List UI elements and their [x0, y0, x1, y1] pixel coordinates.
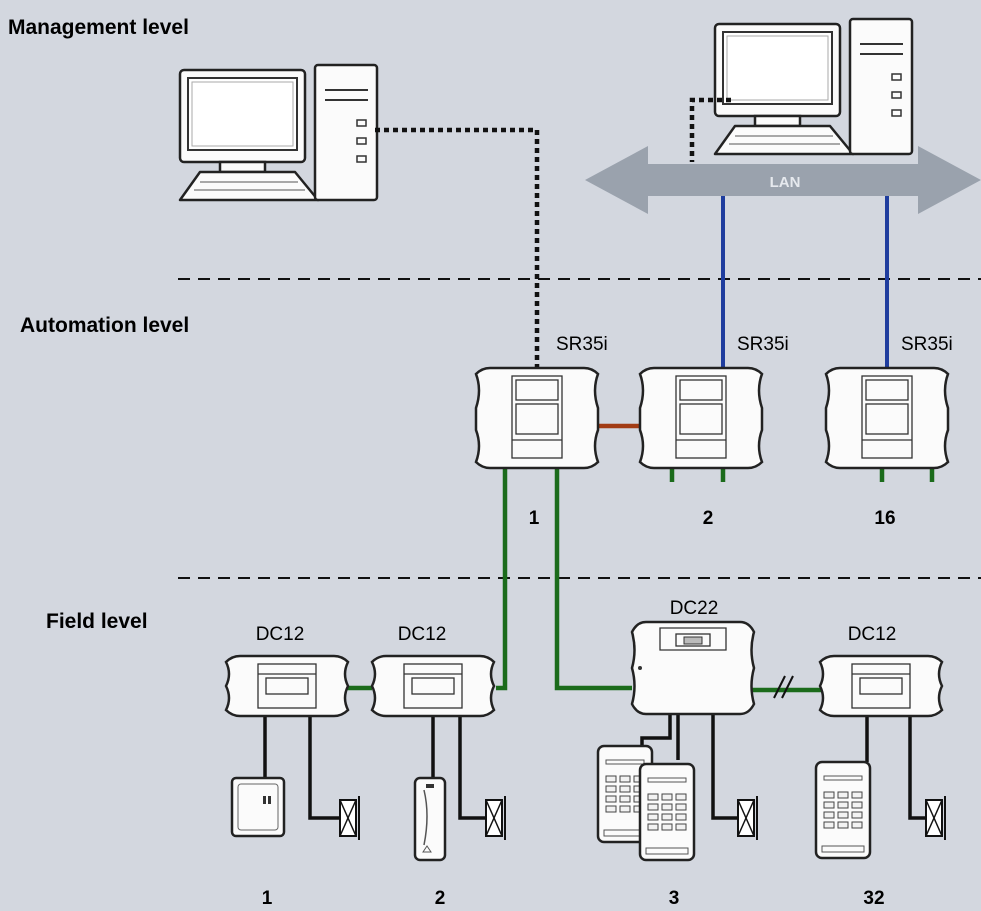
dc12-controller-32	[818, 654, 944, 718]
lan-label: LAN	[770, 174, 801, 191]
dc12-controller-1	[224, 654, 350, 718]
door-lock-3	[737, 795, 758, 841]
management-pc-right	[713, 17, 914, 156]
sr35i-controller-2	[638, 366, 764, 470]
door-lock-2	[485, 795, 506, 841]
dc22-lock-wire	[711, 714, 738, 820]
sr35i-controller-1	[474, 366, 600, 470]
break-mark-2	[781, 675, 794, 699]
dc12-controller-2	[370, 654, 496, 718]
field-level-label: Field level	[46, 610, 148, 633]
sr35i-16-number: 16	[874, 508, 895, 529]
sr35i-controller-16	[824, 366, 950, 470]
dc22-controller	[630, 620, 756, 716]
field-device-number-2: 2	[435, 888, 446, 909]
sr35i-2-label: SR35i	[737, 334, 789, 355]
sr35i-1-label: SR35i	[556, 334, 608, 355]
door-lock-32	[925, 795, 946, 841]
automation-level-label: Automation level	[20, 314, 189, 337]
dc12-32-label: DC12	[848, 624, 897, 645]
pc-to-lan-link	[689, 97, 731, 162]
sr35i-2-number: 2	[703, 508, 714, 529]
keypad-reader-32	[814, 760, 872, 860]
dc12-32-lock-wire	[908, 716, 930, 820]
break-mark-1	[773, 675, 786, 699]
management-pc-left	[178, 63, 379, 202]
field-bus-a	[496, 460, 508, 691]
lan-arrow	[585, 146, 981, 214]
sr35i-16-label: SR35i	[901, 334, 953, 355]
field-device-number-1: 1	[262, 888, 273, 909]
field-device-number-32: 32	[863, 888, 884, 909]
dc12-2-label: DC12	[398, 624, 447, 645]
pc-to-controller-link	[375, 127, 540, 372]
dc22-label: DC22	[670, 598, 719, 619]
door-lock-1	[339, 795, 360, 841]
reader-card-1	[230, 776, 286, 838]
field-device-number-3: 3	[669, 888, 680, 909]
sr35i-1-number: 1	[529, 508, 540, 529]
dc12-2-lock-wire	[458, 716, 486, 820]
reader-card-2	[413, 776, 447, 862]
keypad-reader-front	[638, 762, 696, 862]
management-level-label: Management level	[8, 16, 189, 39]
dc12-1-lock-wire	[308, 716, 348, 820]
dc12-1-label: DC12	[256, 624, 305, 645]
field-bus-b	[554, 460, 632, 691]
